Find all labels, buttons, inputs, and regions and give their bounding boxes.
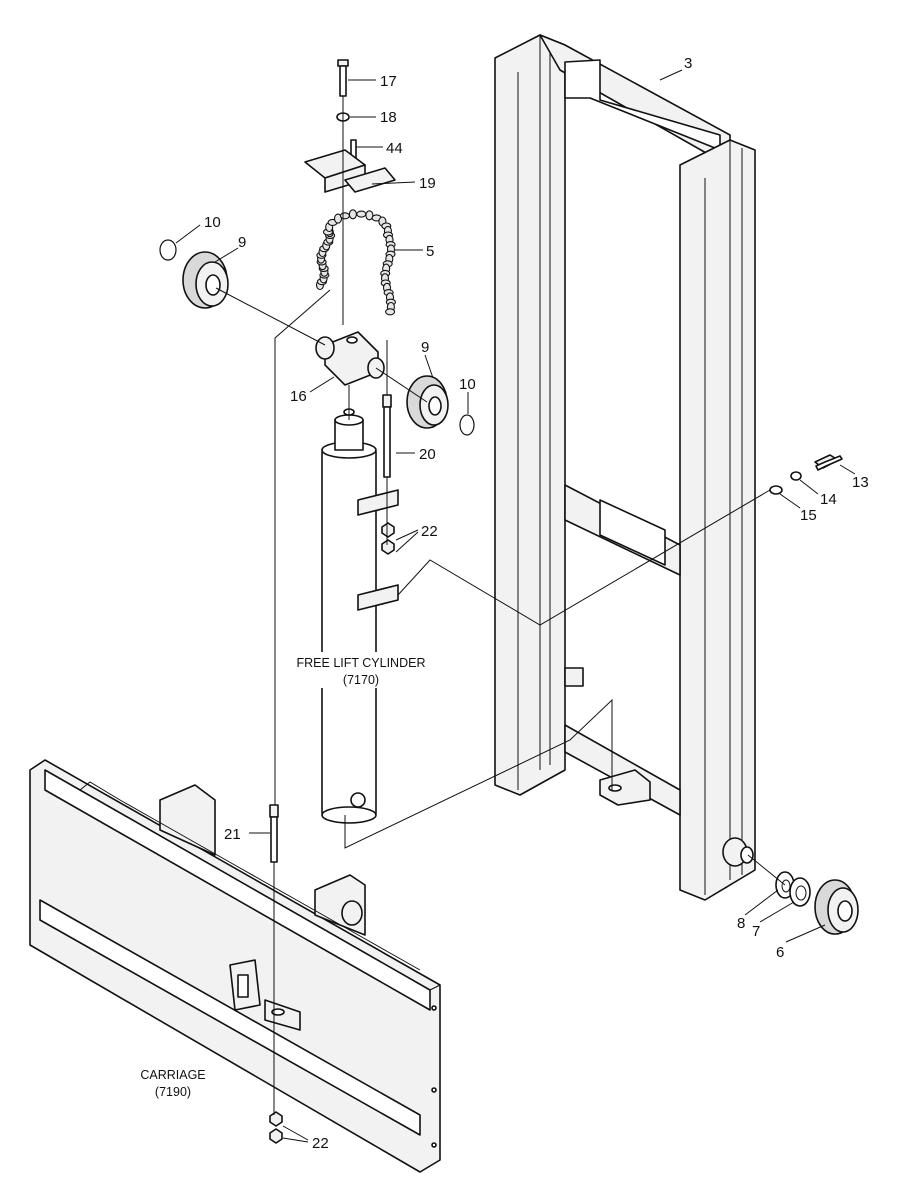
callout-19: 19 [419, 175, 436, 192]
washer-15 [769, 485, 783, 495]
nut-22-upper [381, 522, 395, 555]
leader-lines [175, 69, 856, 1143]
callout-22-upper: 22 [421, 523, 438, 540]
callout-3: 3 [684, 55, 692, 72]
carriage-code: (7190) [155, 1085, 191, 1099]
callout-7: 7 [752, 923, 760, 940]
callout-6: 6 [776, 944, 784, 961]
chain-link [339, 212, 350, 220]
callout-9-right: 9 [421, 339, 429, 356]
chain-link [356, 210, 367, 218]
callout-20: 20 [419, 446, 436, 463]
callout-17: 17 [380, 73, 397, 90]
callout-10-right: 10 [459, 376, 476, 393]
callout-44: 44 [386, 140, 403, 157]
free-lift-cylinder-label: FREE LIFT CYLINDER [297, 656, 426, 670]
callout-14: 14 [820, 491, 837, 508]
shim-7 [789, 877, 811, 907]
free-lift-cylinder-code: (7170) [343, 673, 379, 687]
roller-9-left [182, 251, 229, 309]
snap-ring-10-right [459, 414, 475, 436]
chain-link [385, 308, 396, 316]
snap-ring-10-left [159, 239, 177, 261]
washer-14 [790, 471, 802, 481]
component-labels: FREE LIFT CYLINDER (7170) CARRIAGE (7190… [130, 652, 436, 1100]
mast-frame [494, 34, 756, 901]
callout-numbers: 17 18 44 19 5 3 10 9 9 10 16 20 22 13 14… [204, 55, 869, 1152]
chain-5 [315, 209, 396, 316]
chain-link [365, 210, 374, 221]
assembly-lines [215, 96, 786, 1115]
callout-5: 5 [426, 243, 434, 260]
nut-22-lower [269, 1111, 283, 1144]
chain-anchor-bolt-21 [269, 804, 279, 863]
callout-10-left: 10 [204, 214, 221, 231]
bolt-13 [814, 454, 843, 471]
bearing-6 [814, 879, 859, 935]
callout-9-left: 9 [238, 234, 246, 251]
chain-anchor-bolt-20 [382, 394, 392, 478]
chain-link [348, 209, 357, 220]
callout-22-lower: 22 [312, 1135, 329, 1152]
callout-16: 16 [290, 388, 307, 405]
roller-9-right [406, 375, 449, 429]
chain-link [333, 213, 343, 224]
carriage [29, 759, 441, 1173]
callout-8: 8 [737, 915, 745, 932]
callout-13: 13 [852, 474, 869, 491]
chain-wheel-bracket [315, 331, 385, 416]
callout-18: 18 [380, 109, 397, 126]
chain-anchor-19 [304, 149, 396, 193]
callout-21: 21 [224, 826, 241, 843]
carriage-label: CARRIAGE [140, 1068, 205, 1082]
callout-15: 15 [800, 507, 817, 524]
free-lift-cylinder [321, 414, 399, 824]
bolt-17 [337, 59, 349, 97]
